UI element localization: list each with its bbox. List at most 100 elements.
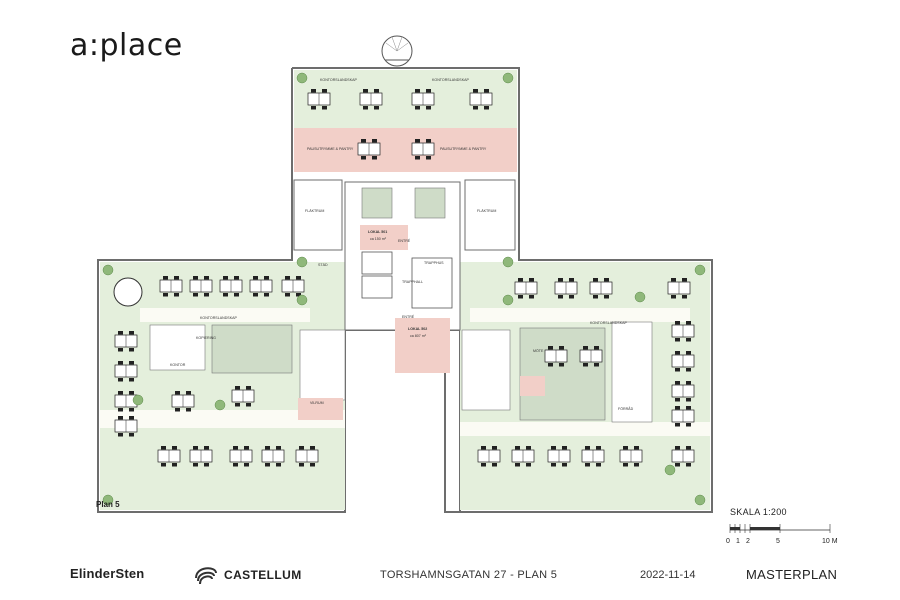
desk-cluster bbox=[579, 346, 603, 367]
meeting-core-2 bbox=[414, 187, 446, 219]
plant bbox=[214, 399, 226, 411]
label-visit: VILRUM bbox=[310, 401, 324, 405]
desk-cluster bbox=[511, 446, 535, 467]
label-focus: FÖRRÅD bbox=[618, 406, 634, 411]
desk-cluster bbox=[671, 446, 695, 467]
desk-cluster bbox=[229, 446, 253, 467]
desk-cluster bbox=[281, 276, 305, 297]
scale-tick-5: 5 bbox=[776, 538, 780, 545]
label-lab-1: FLÄKTRUM bbox=[305, 209, 324, 213]
plant-group bbox=[102, 72, 706, 506]
desk-cluster bbox=[157, 446, 181, 467]
project-address: TORSHAMNSGATAN 27 - PLAN 5 bbox=[380, 569, 558, 581]
desk-cluster bbox=[581, 446, 605, 467]
desk-cluster bbox=[189, 446, 213, 467]
east-wc-block bbox=[461, 329, 511, 411]
east-meeting-block bbox=[519, 327, 606, 421]
plant bbox=[296, 256, 308, 268]
desk-cluster bbox=[114, 416, 138, 437]
west-meeting-block bbox=[211, 324, 293, 374]
elevator-1 bbox=[361, 251, 393, 275]
desk-cluster bbox=[411, 139, 435, 160]
west-wc-block bbox=[299, 329, 346, 401]
desk-cluster bbox=[514, 278, 538, 299]
desk-cluster bbox=[357, 139, 381, 160]
desk-cluster bbox=[219, 276, 243, 297]
label-storage: STÄD bbox=[318, 263, 328, 267]
label-copy: KOPIERING bbox=[196, 336, 216, 340]
desk-cluster bbox=[477, 446, 501, 467]
label-meeting: MÖTE bbox=[533, 349, 544, 353]
lab-room-east bbox=[464, 179, 516, 251]
desk-cluster bbox=[295, 446, 319, 467]
label-office-1: KONTORSLANDSKAP bbox=[320, 78, 357, 82]
plant bbox=[694, 494, 706, 506]
scale-tick-10: 10 M bbox=[822, 538, 838, 545]
label-reception: KONTOR bbox=[170, 363, 186, 367]
plant bbox=[296, 72, 308, 84]
desk-cluster bbox=[189, 276, 213, 297]
label-stairs: TRAPPHUS bbox=[424, 261, 444, 265]
desk-cluster bbox=[619, 446, 643, 467]
desk-cluster bbox=[411, 89, 435, 110]
west-round-room bbox=[149, 324, 206, 371]
scale-tick-1: 1 bbox=[736, 538, 740, 545]
plant bbox=[502, 294, 514, 306]
label-premises-501: LOKAL 501 bbox=[368, 230, 387, 234]
desk-cluster bbox=[544, 346, 568, 367]
desk-cluster bbox=[589, 278, 613, 299]
desk-cluster bbox=[671, 381, 695, 402]
drawing-date: 2022-11-14 bbox=[640, 569, 696, 581]
scale-tick-2: 2 bbox=[746, 538, 750, 545]
scale-label: SKALA 1:200 bbox=[730, 507, 787, 517]
aplace-logo: a:place bbox=[70, 28, 183, 63]
plant bbox=[694, 264, 706, 276]
castellum-logo-icon bbox=[195, 567, 217, 585]
label-premises-501-area: ca 150 m² bbox=[370, 237, 387, 241]
plan-label: Plan 5 bbox=[96, 500, 120, 509]
desk-cluster bbox=[249, 276, 273, 297]
desk-cluster bbox=[671, 406, 695, 427]
east-rest-room bbox=[520, 376, 545, 396]
castellum-logo-text: CASTELLUM bbox=[224, 568, 302, 582]
round-table bbox=[113, 277, 143, 307]
desk-cluster bbox=[307, 89, 331, 110]
label-premises-502: LOKAL 502 bbox=[408, 327, 427, 331]
label-pantry-1: PAUSUTRYMME & PANTRY bbox=[307, 147, 354, 151]
label-entrance-1: ENTRÉ bbox=[398, 238, 411, 243]
plant bbox=[132, 394, 144, 406]
desk-cluster bbox=[359, 89, 383, 110]
plant bbox=[664, 464, 676, 476]
desk-cluster bbox=[171, 391, 195, 412]
label-premises-502-area: ca 807 m² bbox=[410, 334, 427, 338]
plant bbox=[102, 494, 114, 506]
label-pantry-2: PAUSUTRYMME & PANTRY bbox=[440, 147, 487, 151]
plant bbox=[502, 256, 514, 268]
desk-cluster bbox=[667, 278, 691, 299]
zone-east-corridor bbox=[470, 308, 690, 322]
label-office-east: KONTORSLANDSKAP bbox=[590, 321, 627, 325]
desk-cluster bbox=[547, 446, 571, 467]
scale-bar bbox=[729, 524, 831, 533]
desk-cluster bbox=[231, 386, 255, 407]
desk-cluster bbox=[261, 446, 285, 467]
lab-room-west bbox=[293, 179, 343, 251]
plant bbox=[502, 72, 514, 84]
zone-north-pantry bbox=[294, 128, 517, 172]
elevator-2 bbox=[361, 275, 393, 299]
premises-501 bbox=[360, 225, 408, 250]
label-lab-2: FLÄKTRUM bbox=[477, 209, 496, 213]
plant bbox=[634, 291, 646, 303]
plant bbox=[296, 294, 308, 306]
desk-cluster bbox=[554, 278, 578, 299]
desk-cluster bbox=[671, 351, 695, 372]
label-office-west: KONTORSLANDSKAP bbox=[200, 316, 237, 320]
elindersten-logo: ElinderSten bbox=[70, 566, 145, 581]
plant bbox=[102, 264, 114, 276]
west-rest-room bbox=[298, 398, 343, 420]
zone-west-walk bbox=[100, 410, 345, 428]
document-type: MASTERPLAN bbox=[746, 567, 838, 582]
east-round-room bbox=[611, 321, 653, 423]
zone-west-corridor bbox=[140, 308, 310, 322]
